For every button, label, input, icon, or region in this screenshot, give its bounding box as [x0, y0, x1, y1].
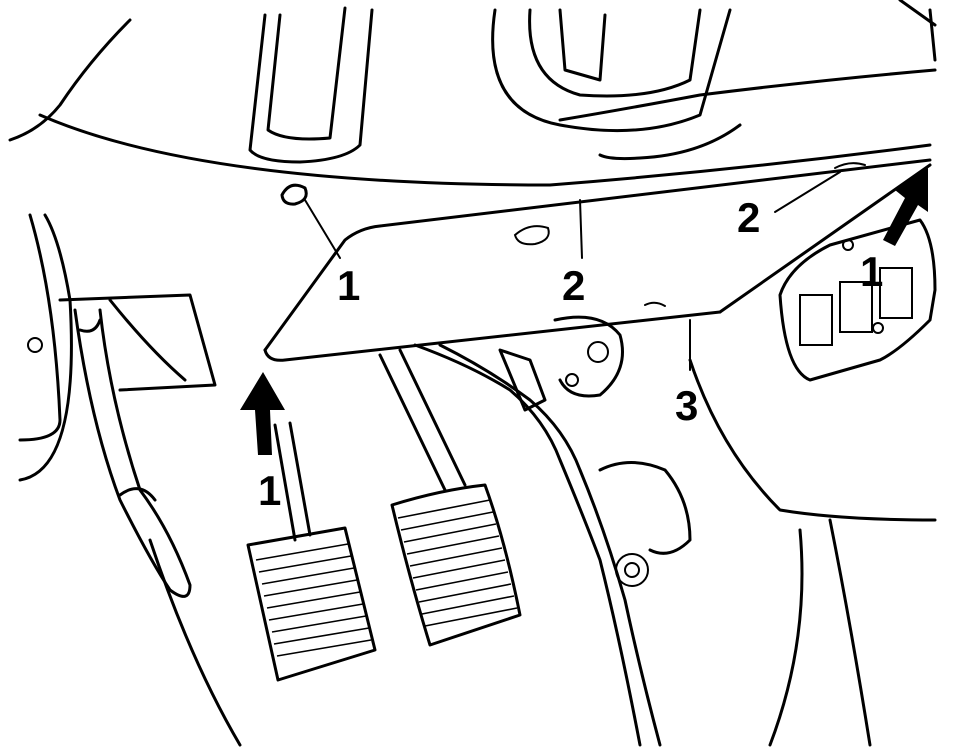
steering-column-shroud: [248, 6, 374, 164]
label-arrow-bottom: 1: [258, 467, 281, 514]
label-panel-screw: 1: [337, 262, 360, 309]
clutch-pad-texture: [255, 543, 372, 657]
arrow-right-icon: [883, 168, 928, 246]
switch-slot-3-icon: [879, 267, 913, 319]
lower-trim-panel: [263, 158, 932, 362]
leader-panel-screw: [304, 199, 341, 259]
clutch-pedal: [246, 421, 377, 682]
leader-clip-center: [579, 199, 583, 259]
lower-fascia: [148, 358, 937, 747]
leader-lines: [304, 162, 866, 371]
label-clip-center: 2: [562, 262, 585, 309]
arrow-bottom-icon: [240, 372, 285, 455]
brake-pedal-pad: [390, 483, 522, 647]
label-clip-right: 2: [737, 194, 760, 241]
pedal-stop-icon: [615, 553, 649, 587]
switch-slot-2-icon: [839, 281, 873, 333]
right-switch-panel: [778, 218, 937, 382]
hood-release-lever: [73, 308, 192, 598]
centre-console-bezel: [491, 8, 742, 161]
panel-screw-hole-icon: [513, 225, 550, 246]
brake-pad-texture: [397, 499, 518, 627]
pedal-mechanism: [378, 315, 692, 747]
left-kick-panel: [18, 213, 217, 482]
dashboard-upper-outline: [8, 0, 937, 187]
label-cover-lower: 3: [675, 382, 698, 429]
switch-slot-1-icon: [799, 294, 833, 346]
leader-clip-right: [774, 171, 841, 213]
label-arrow-right: 1: [860, 248, 883, 295]
panel-screw-icon: [280, 183, 308, 206]
